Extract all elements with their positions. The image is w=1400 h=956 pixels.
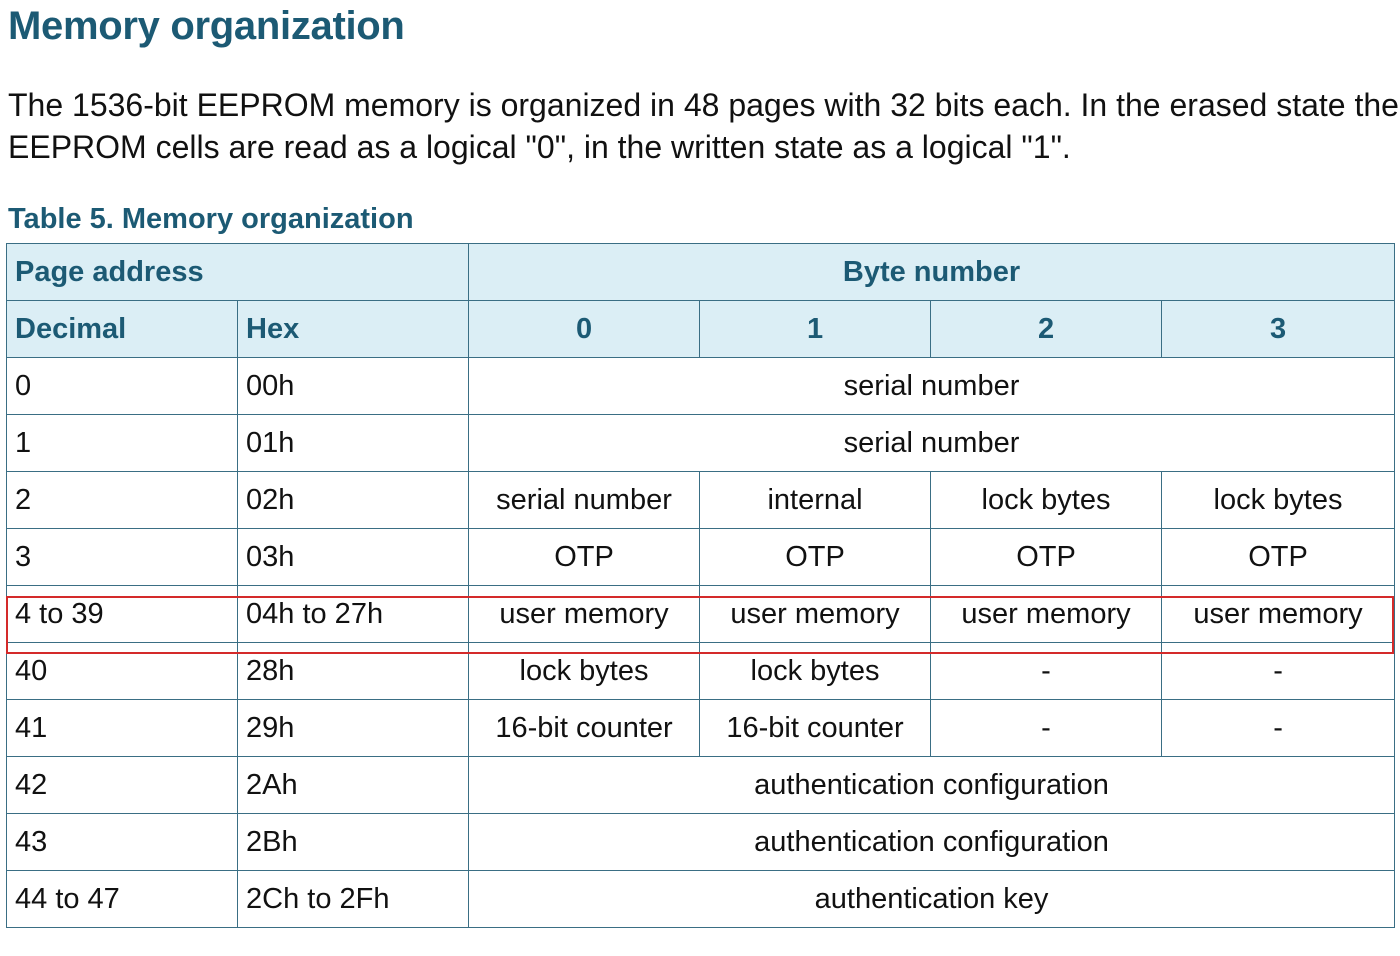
byte-cell: OTP: [468, 528, 701, 586]
byte-cell: 16-bit counter: [468, 699, 701, 757]
decimal-cell: 4 to 39: [6, 585, 238, 643]
decimal-cell: 42: [6, 756, 238, 814]
byte-cell: lock bytes: [468, 642, 701, 700]
decimal-cell: 1: [6, 414, 238, 472]
decimal-cell: 44 to 47: [6, 870, 238, 928]
table-row: 1 01h serial number: [6, 414, 1396, 472]
page-title: Memory organization: [8, 4, 405, 48]
content-cell: authentication configuration: [468, 813, 1396, 871]
byte-number-header: Byte number: [468, 243, 1396, 301]
decimal-header: Decimal: [6, 300, 238, 358]
byte-cell: user memory: [468, 585, 701, 643]
header-row-1: Page address Byte number: [5, 243, 1396, 301]
decimal-cell: 2: [6, 471, 238, 529]
table-row: 3 03h OTP OTP OTP OTP: [6, 528, 1396, 586]
byte-cell: lock bytes: [699, 642, 932, 700]
decimal-cell: 0: [6, 357, 238, 415]
byte-cell: lock bytes: [930, 471, 1163, 529]
byte-2-header: 2: [930, 300, 1163, 358]
decimal-cell: 3: [6, 528, 238, 586]
byte-cell: -: [930, 642, 1163, 700]
memory-organization-table: Page address Byte number Decimal Hex 0 1…: [5, 243, 1396, 928]
hex-cell: 01h: [236, 414, 470, 472]
byte-cell: internal: [699, 471, 932, 529]
page-address-header: Page address: [5, 243, 470, 301]
byte-cell: -: [1161, 642, 1396, 700]
byte-3-header: 3: [1161, 300, 1396, 358]
hex-cell: 2Ah: [236, 756, 470, 814]
hex-cell: 00h: [236, 357, 470, 415]
hex-cell: 29h: [236, 699, 470, 757]
decimal-cell: 41: [6, 699, 238, 757]
byte-cell: OTP: [930, 528, 1163, 586]
table-row: 0 00h serial number: [6, 357, 1396, 415]
hex-cell: 02h: [236, 471, 470, 529]
table-caption: Table 5. Memory organization: [8, 203, 414, 235]
hex-cell: 2Bh: [236, 813, 470, 871]
hex-cell: 04h to 27h: [236, 585, 470, 643]
table-row: 43 2Bh authentication configuration: [6, 813, 1396, 871]
decimal-cell: 43: [6, 813, 238, 871]
byte-cell: -: [1161, 699, 1396, 757]
decimal-cell: 40: [6, 642, 238, 700]
content-cell: serial number: [468, 414, 1396, 472]
intro-paragraph: The 1536-bit EEPROM memory is organized …: [8, 87, 1399, 165]
byte-cell: 16-bit counter: [699, 699, 932, 757]
hex-cell: 28h: [236, 642, 470, 700]
byte-cell: serial number: [468, 471, 701, 529]
byte-cell: OTP: [1161, 528, 1396, 586]
hex-cell: 2Ch to 2Fh: [236, 870, 470, 928]
byte-cell: user memory: [930, 585, 1163, 643]
table-row: 40 28h lock bytes lock bytes - -: [6, 642, 1396, 700]
table-row: 2 02h serial number internal lock bytes …: [6, 471, 1396, 529]
content-cell: authentication configuration: [468, 756, 1396, 814]
header-row-2: Decimal Hex 0 1 2 3: [6, 300, 1396, 358]
table-row: 41 29h 16-bit counter 16-bit counter - -: [6, 699, 1396, 757]
table-row: 44 to 47 2Ch to 2Fh authentication key: [6, 870, 1396, 928]
byte-1-header: 1: [699, 300, 932, 358]
hex-header: Hex: [236, 300, 470, 358]
byte-cell: -: [930, 699, 1163, 757]
hex-cell: 03h: [236, 528, 470, 586]
byte-cell: OTP: [699, 528, 932, 586]
byte-0-header: 0: [468, 300, 701, 358]
table-row: 42 2Ah authentication configuration: [6, 756, 1396, 814]
byte-cell: user memory: [699, 585, 932, 643]
table-row-highlighted: 4 to 39 04h to 27h user memory user memo…: [6, 585, 1396, 643]
byte-cell: lock bytes: [1161, 471, 1396, 529]
byte-cell: user memory: [1161, 585, 1396, 643]
content-cell: serial number: [468, 357, 1396, 415]
content-cell: authentication key: [468, 870, 1396, 928]
